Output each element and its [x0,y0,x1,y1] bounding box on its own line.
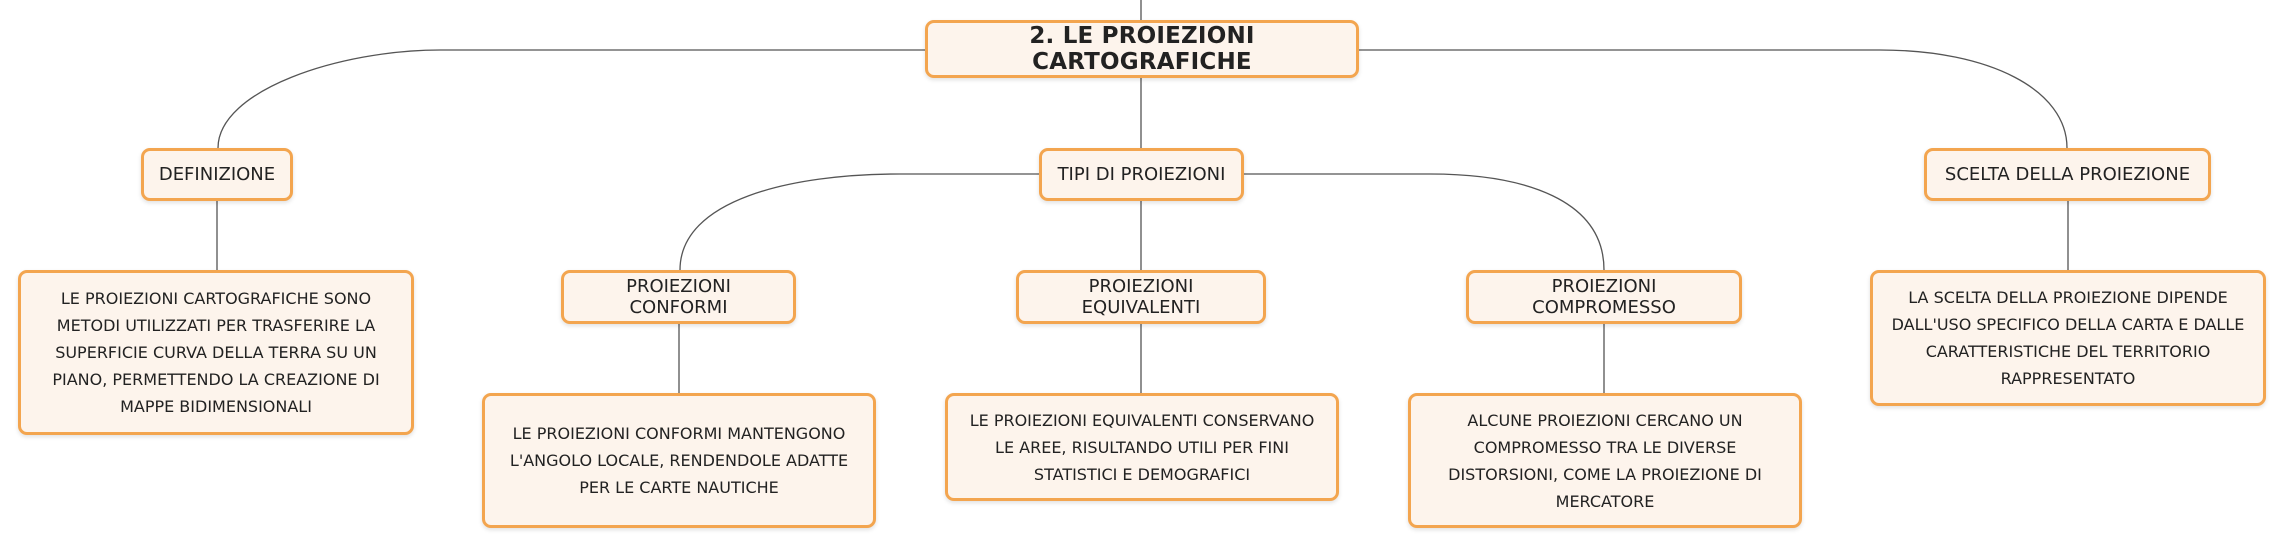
conformi-node[interactable]: PROIEZIONI CONFORMI [561,270,796,324]
equivalenti-label: PROIEZIONI EQUIVALENTI [1081,276,1201,318]
connector-root-scelta [1358,49,2068,149]
equivalenti-text-node[interactable]: LE PROIEZIONI EQUIVALENTI CONSERVANO LE … [945,393,1339,501]
connector-root-definizione [217,49,925,149]
definizione-text: LE PROIEZIONI CARTOGRAFICHE SONO METODI … [52,289,380,416]
conformi-label: PROIEZIONI CONFORMI [626,276,731,318]
connector-tipi-conformi [679,173,1040,271]
root-label: 2. LE PROIEZIONI CARTOGRAFICHE [1029,23,1255,75]
compromesso-node[interactable]: PROIEZIONI COMPROMESSO [1466,270,1742,324]
equivalenti-node[interactable]: PROIEZIONI EQUIVALENTI [1016,270,1266,324]
scelta-text-node[interactable]: LA SCELTA DELLA PROIEZIONE DIPENDE DALL'… [1870,270,2266,406]
conformi-text-node[interactable]: LE PROIEZIONI CONFORMI MANTENGONO L'ANGO… [482,393,876,528]
definizione-text-node[interactable]: LE PROIEZIONI CARTOGRAFICHE SONO METODI … [18,270,414,435]
conformi-text: LE PROIEZIONI CONFORMI MANTENGONO L'ANGO… [509,424,849,497]
scelta-text: LA SCELTA DELLA PROIEZIONE DIPENDE DALL'… [1891,288,2245,388]
tipi-node[interactable]: TIPI DI PROIEZIONI [1039,148,1244,201]
scelta-label: SCELTA DELLA PROIEZIONE [1944,164,2191,185]
compromesso-label: PROIEZIONI COMPROMESSO [1532,276,1676,318]
equivalenti-text: LE PROIEZIONI EQUIVALENTI CONSERVANO LE … [969,410,1315,484]
compromesso-text-node[interactable]: ALCUNE PROIEZIONI CERCANO UN COMPROMESSO… [1408,393,1802,528]
compromesso-text: ALCUNE PROIEZIONI CERCANO UN COMPROMESSO… [1448,410,1762,511]
root-node[interactable]: 2. LE PROIEZIONI CARTOGRAFICHE [925,20,1359,78]
tipi-label: TIPI DI PROIEZIONI [1057,164,1226,185]
scelta-node[interactable]: SCELTA DELLA PROIEZIONE [1924,148,2211,201]
connector-tipi-compromesso [1242,173,1605,271]
definizione-node[interactable]: DEFINIZIONE [141,148,293,201]
definizione-label: DEFINIZIONE [158,164,276,185]
